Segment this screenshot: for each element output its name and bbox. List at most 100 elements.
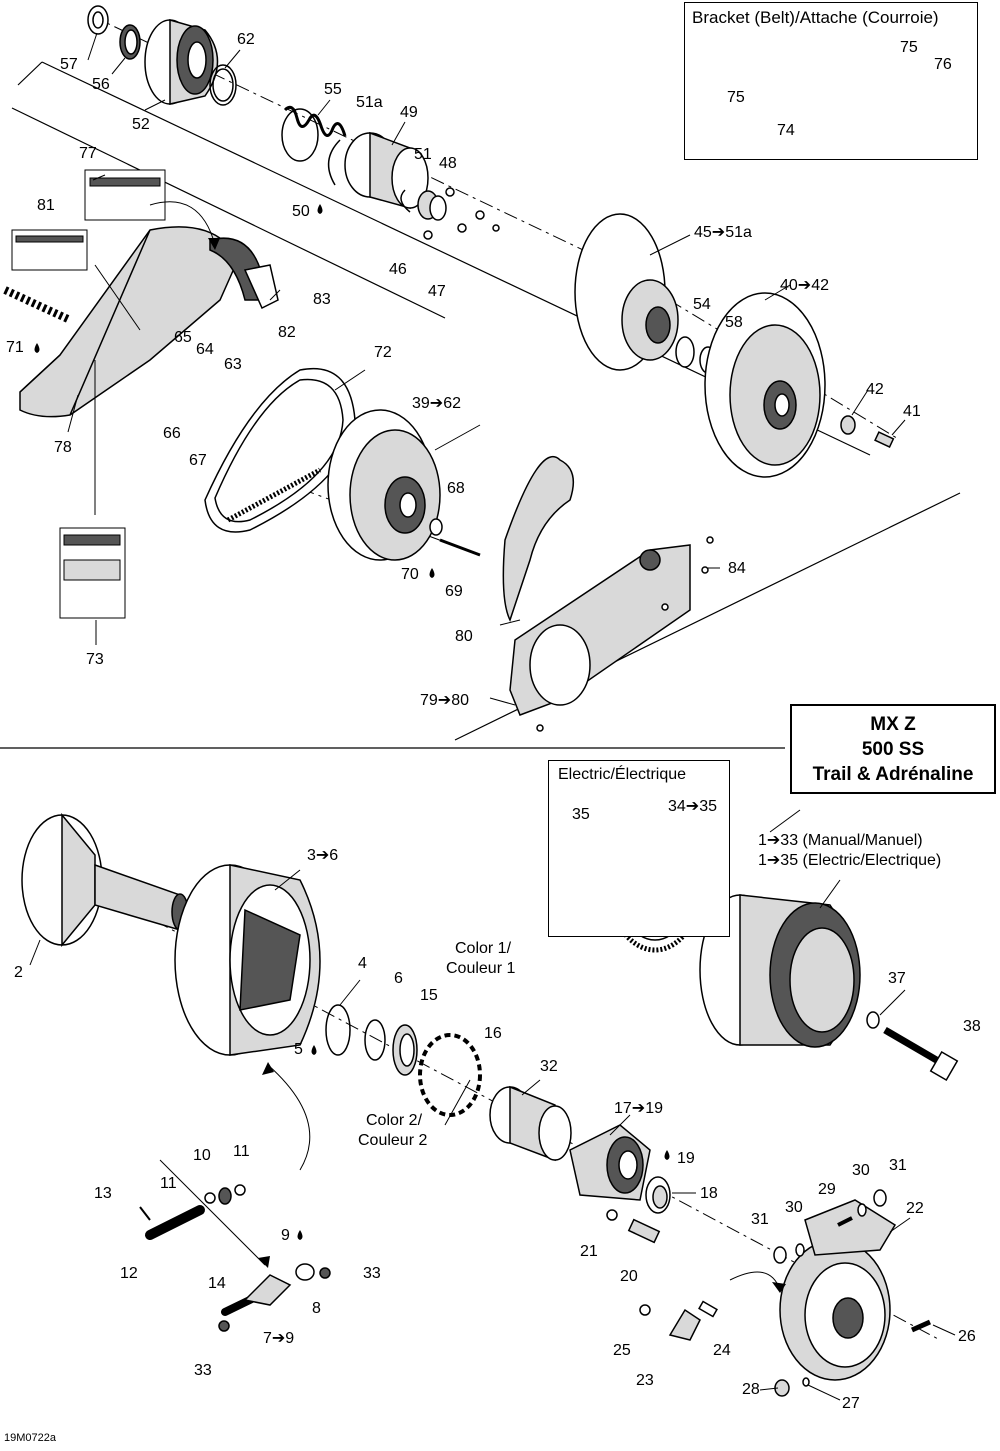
electric-inset-title: Electric/Électrique — [558, 766, 687, 783]
callout-8: 8 — [312, 1300, 321, 1317]
model-line-3: Trail & Adrénaline — [812, 764, 974, 785]
callout-26: 26 — [958, 1328, 976, 1345]
callout-38: 38 — [963, 1018, 981, 1035]
callout-66: 66 — [163, 425, 181, 442]
callout-11-left: 11 — [160, 1175, 177, 1192]
callout-6: 6 — [394, 970, 403, 987]
callout-64: 64 — [196, 341, 214, 358]
callout-24: 24 — [713, 1342, 731, 1359]
driven-pulley — [327, 409, 481, 561]
callout-69: 69 — [445, 583, 463, 600]
assembly-axes — [59, 14, 941, 1341]
callout-19: 19 — [677, 1150, 695, 1167]
callout-10: 10 — [193, 1147, 211, 1164]
callout-76: 76 — [934, 56, 952, 73]
note-color1-b: Couleur 1 — [446, 960, 516, 977]
callout-31-top: 31 — [889, 1157, 907, 1174]
callout-75-left: 75 — [727, 89, 745, 106]
callout-70: 70 — [401, 566, 419, 583]
callout-17-19: 17➔19 — [614, 1100, 663, 1117]
callout-5: 5 — [294, 1041, 303, 1058]
callout-27: 27 — [842, 1395, 860, 1412]
note-electric: 1➔35 (Electric/Electrique) — [758, 852, 942, 869]
callout-41: 41 — [903, 403, 921, 420]
callout-67: 67 — [189, 452, 207, 469]
callout-48: 48 — [439, 155, 457, 172]
electric-inset-box — [548, 760, 730, 937]
callout-51a: 51a — [356, 94, 383, 111]
pulley-guard — [502, 455, 714, 732]
callout-30-left: 30 — [785, 1199, 803, 1216]
callout-2: 2 — [14, 964, 23, 981]
callout-37: 37 — [888, 970, 906, 987]
note-manual: 1➔33 (Manual/Manuel) — [758, 832, 923, 849]
callout-15: 15 — [420, 987, 438, 1004]
callout-25: 25 — [613, 1342, 631, 1359]
callout-58: 58 — [725, 314, 743, 331]
callout-45-51a: 45➔51a — [694, 224, 752, 241]
callout-49: 49 — [400, 104, 418, 121]
callout-33-right: 33 — [363, 1265, 381, 1282]
leader-lines — [29, 32, 956, 1401]
callout-16: 16 — [484, 1025, 502, 1042]
callout-79-80: 79➔80 — [420, 692, 469, 709]
callout-7-9: 7➔9 — [263, 1330, 295, 1347]
callout-77: 77 — [79, 145, 97, 162]
callout-84: 84 — [728, 560, 746, 577]
callout-81: 81 — [37, 197, 55, 214]
callout-78: 78 — [54, 439, 72, 456]
model-title-box: MX Z 500 SS Trail & Adrénaline — [790, 704, 996, 794]
bracket-inset-box — [684, 2, 978, 160]
callout-13: 13 — [94, 1185, 112, 1202]
callout-28: 28 — [742, 1381, 760, 1398]
callout-75-top: 75 — [900, 39, 918, 56]
callout-55: 55 — [324, 81, 342, 98]
callout-3-6: 3➔6 — [307, 847, 339, 864]
callout-56: 56 — [92, 76, 110, 93]
callout-83: 83 — [313, 291, 331, 308]
drawing-code: 19M0722a — [4, 1432, 56, 1444]
callout-14: 14 — [208, 1275, 226, 1292]
callout-12: 12 — [120, 1265, 138, 1282]
callout-39-62: 39➔62 — [412, 395, 461, 412]
callout-9: 9 — [281, 1227, 290, 1244]
callout-52: 52 — [132, 116, 150, 133]
callout-51: 51 — [414, 146, 432, 163]
droplet-icons — [34, 204, 670, 1240]
callout-82: 82 — [278, 324, 296, 341]
callout-34-35: 34➔35 — [668, 798, 717, 815]
callout-32: 32 — [540, 1058, 558, 1075]
callout-62: 62 — [237, 31, 255, 48]
callout-29: 29 — [818, 1181, 836, 1198]
callout-47: 47 — [428, 283, 446, 300]
note-color2-a: Color 2/ — [366, 1112, 423, 1129]
belt-guard-assembly — [3, 226, 279, 418]
arrow-heads — [208, 238, 786, 1293]
callout-30-top: 30 — [852, 1162, 870, 1179]
callout-33-bottom: 33 — [194, 1362, 212, 1379]
callout-63: 63 — [224, 356, 242, 373]
callout-74: 74 — [777, 122, 795, 139]
callout-40-42: 40➔42 — [780, 277, 829, 294]
model-line-2: 500 SS — [861, 739, 925, 760]
callout-50: 50 — [292, 203, 310, 220]
callout-35: 35 — [572, 806, 590, 823]
callout-80: 80 — [455, 628, 473, 645]
callout-20: 20 — [620, 1268, 638, 1285]
drive-pulley-parts — [21, 787, 959, 1397]
callout-31-left: 31 — [751, 1211, 769, 1228]
callout-22: 22 — [906, 1200, 924, 1217]
model-line-1: MX Z — [870, 714, 916, 735]
callout-18: 18 — [700, 1185, 718, 1202]
callout-72: 72 — [374, 344, 392, 361]
callout-21: 21 — [580, 1243, 598, 1260]
callout-73: 73 — [86, 651, 104, 668]
callout-57: 57 — [60, 56, 78, 73]
callout-71: 71 — [6, 339, 24, 356]
clutch-parts-upper — [87, 5, 895, 478]
note-color1-a: Color 1/ — [455, 940, 512, 957]
callout-54: 54 — [693, 296, 711, 313]
callout-65: 65 — [174, 329, 192, 346]
note-color2-b: Couleur 2 — [358, 1132, 428, 1149]
